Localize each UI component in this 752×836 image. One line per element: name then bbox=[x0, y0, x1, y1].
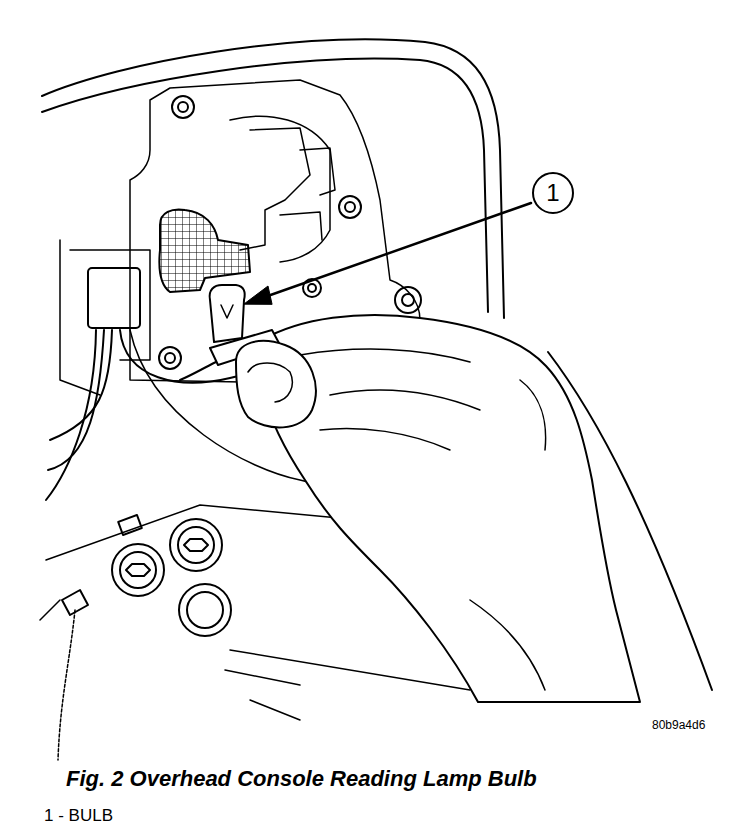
callout-circle: 1 bbox=[532, 172, 574, 214]
hand bbox=[262, 315, 640, 702]
screw bbox=[339, 196, 361, 218]
plate-bracket bbox=[280, 148, 335, 240]
lamp-lens-grid bbox=[159, 210, 250, 292]
screw bbox=[159, 347, 181, 369]
part-legend-label: 1 - BULB bbox=[44, 806, 113, 826]
finger-line bbox=[300, 349, 480, 450]
wire-clip bbox=[118, 515, 142, 535]
screw bbox=[172, 96, 194, 118]
callout-number: 1 bbox=[546, 181, 559, 205]
switch-button bbox=[179, 584, 231, 636]
plate-bracket bbox=[240, 128, 310, 250]
electrical-connector bbox=[88, 268, 140, 328]
figure-caption: Fig. 2 Overhead Console Reading Lamp Bul… bbox=[66, 766, 537, 792]
leader-arrowhead bbox=[244, 286, 272, 304]
leader-line bbox=[262, 203, 531, 298]
wire bbox=[58, 610, 75, 760]
bulb-filament bbox=[221, 305, 233, 318]
console-shell-inner bbox=[42, 59, 488, 312]
lamp-bulb bbox=[210, 285, 245, 342]
screw bbox=[395, 287, 421, 313]
thumb bbox=[236, 341, 316, 428]
switch-button bbox=[170, 519, 222, 571]
switch-button bbox=[112, 544, 164, 596]
thumbnail bbox=[248, 363, 292, 402]
knuckle-line bbox=[470, 380, 546, 690]
wire-harness bbox=[46, 330, 96, 500]
connector-detail bbox=[60, 240, 150, 395]
figure-code: 80b9a4d6 bbox=[652, 718, 705, 732]
wire-to-socket bbox=[180, 362, 216, 380]
lower-bar bbox=[225, 650, 470, 720]
plate-rib bbox=[230, 116, 330, 262]
